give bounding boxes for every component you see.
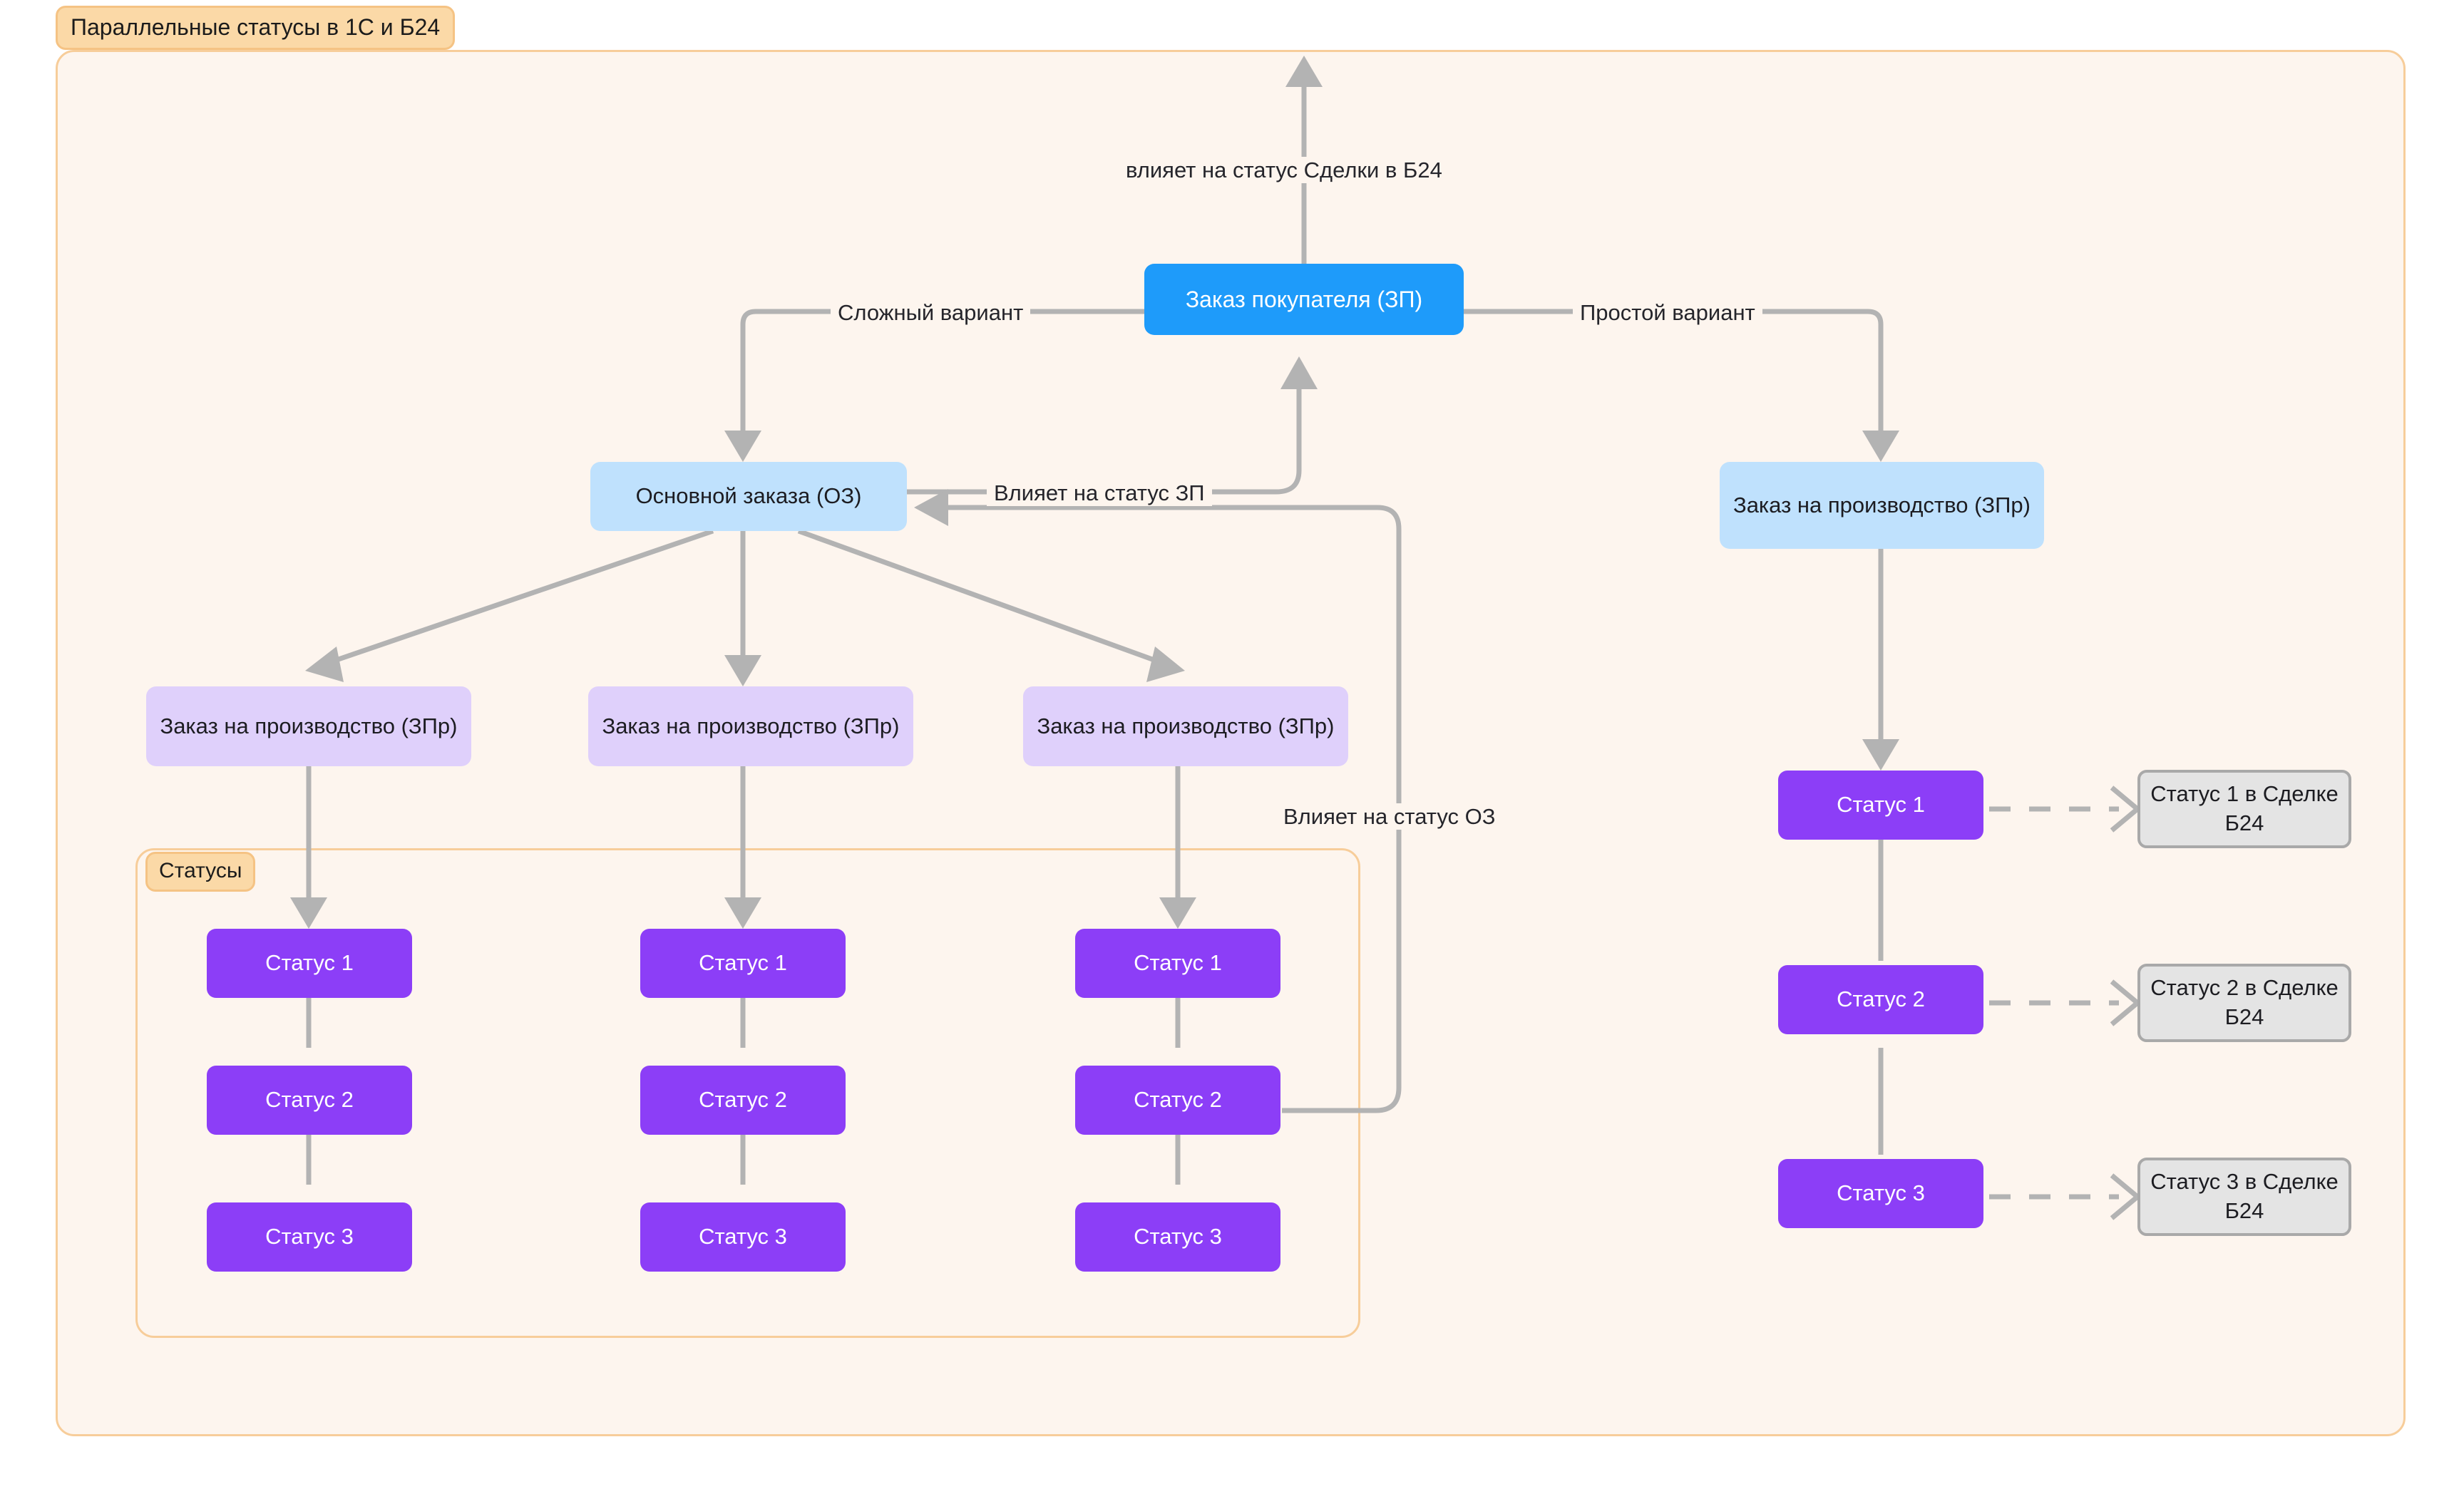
- status-simple-2[interactable]: Статус 2: [1778, 965, 1983, 1034]
- status-col3-3[interactable]: Статус 3: [1075, 1202, 1280, 1272]
- edge-label-simple-variant: Простой вариант: [1573, 299, 1762, 326]
- node-main-order[interactable]: Основной заказа (ОЗ): [590, 462, 907, 531]
- status-col3-1[interactable]: Статус 1: [1075, 929, 1280, 998]
- status-simple-3[interactable]: Статус 3: [1778, 1159, 1983, 1228]
- status-col1-2[interactable]: Статус 2: [207, 1066, 412, 1135]
- status-col2-1[interactable]: Статус 1: [640, 929, 846, 998]
- node-production-order-mid[interactable]: Заказ на производство (ЗПр): [588, 686, 913, 766]
- status-col1-3[interactable]: Статус 3: [207, 1202, 412, 1272]
- edge-label-influences-zp: Влияет на статус ЗП: [987, 480, 1212, 506]
- status-col1-1[interactable]: Статус 1: [207, 929, 412, 998]
- status-simple-1[interactable]: Статус 1: [1778, 771, 1983, 840]
- edge-label-influences-deal-b24: влияет на статус Сделки в Б24: [1119, 157, 1449, 183]
- edge-label-complex-variant: Сложный вариант: [831, 299, 1031, 326]
- status-col3-2[interactable]: Статус 2: [1075, 1066, 1280, 1135]
- status-col2-2[interactable]: Статус 2: [640, 1066, 846, 1135]
- node-production-order-simple[interactable]: Заказ на производство (ЗПр): [1720, 462, 2044, 549]
- b24-status-1[interactable]: Статус 1 в Сделке Б24: [2137, 770, 2351, 848]
- node-customer-order[interactable]: Заказ покупателя (ЗП): [1144, 264, 1464, 335]
- main-group-label: Параллельные статусы в 1С и Б24: [56, 6, 456, 50]
- edge-label-influences-oz: Влияет на статус ОЗ: [1276, 803, 1503, 830]
- node-production-order-left[interactable]: Заказ на производство (ЗПр): [146, 686, 471, 766]
- status-col2-3[interactable]: Статус 3: [640, 1202, 846, 1272]
- b24-status-2[interactable]: Статус 2 в Сделке Б24: [2137, 964, 2351, 1042]
- node-production-order-right[interactable]: Заказ на производство (ЗПр): [1023, 686, 1348, 766]
- b24-status-3[interactable]: Статус 3 в Сделке Б24: [2137, 1158, 2351, 1236]
- statuses-group-label: Статусы: [145, 852, 256, 892]
